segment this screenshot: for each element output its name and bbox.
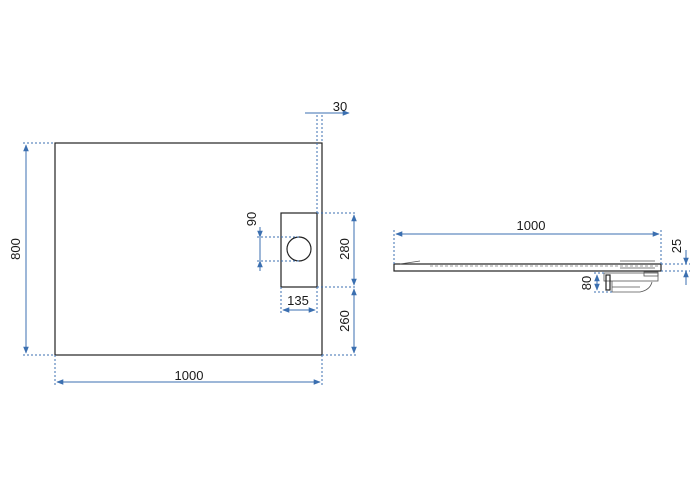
dimension-height-label: 800 <box>8 238 23 260</box>
dimension-width-label: 1000 <box>175 368 204 383</box>
dimension-siphon-height-label: 80 <box>579 276 594 290</box>
drain-hole <box>286 236 312 262</box>
dimension-drain-bottom-label: 260 <box>337 310 352 332</box>
tray-profile <box>393 263 662 272</box>
dimension-length-label: 1000 <box>517 218 546 233</box>
dimension-drain-diameter-label: 90 <box>244 212 259 226</box>
shower-tray-outline <box>54 142 323 356</box>
siphon-drawing <box>603 267 659 293</box>
dimension-offset-label: 30 <box>333 99 347 114</box>
plan-view: 800 1000 30 280 260 135 90 <box>8 99 357 387</box>
dimension-drain-width-label: 135 <box>287 293 309 308</box>
side-view: 1000 25 80 <box>393 218 690 293</box>
drain-cover-outline <box>280 212 318 288</box>
dimension-thickness-label: 25 <box>669 239 684 253</box>
dimension-drain-height-label: 280 <box>337 238 352 260</box>
